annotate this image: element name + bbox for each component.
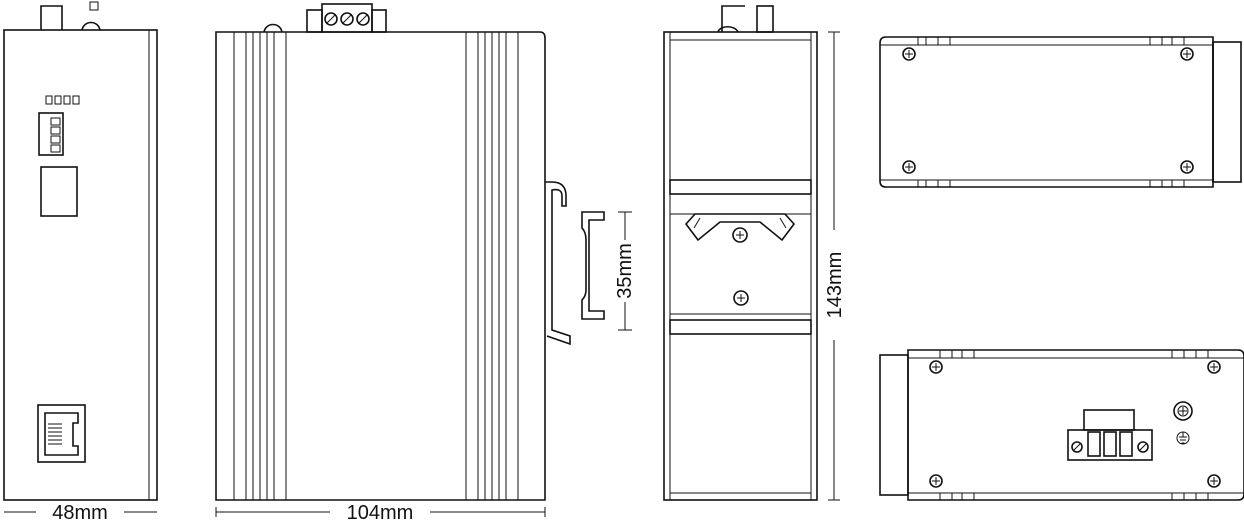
front-top-clip [40, 5, 63, 30]
dimension-depth: 104mm [347, 502, 414, 522]
led-indicators [45, 95, 80, 105]
front-body [3, 29, 158, 501]
din-rail-profile [581, 211, 605, 320]
side-body [215, 31, 546, 501]
back-body [663, 31, 818, 501]
dimension-width: 48mm [52, 502, 108, 522]
side-terminal-block [306, 3, 387, 33]
back-screw-1 [732, 227, 748, 243]
bottom-screw [929, 360, 1221, 488]
back-screw-2 [733, 290, 749, 306]
ground-screw [1173, 401, 1193, 421]
power-terminal-block [1067, 409, 1153, 461]
bottom-body [907, 349, 1244, 501]
top-screw [902, 47, 1194, 174]
top-body [879, 36, 1214, 188]
back-view: 143mm [663, 5, 846, 501]
side-view: 35mm 104mm [215, 3, 636, 522]
dimension-height: 143mm [824, 252, 846, 319]
dip-switch [38, 112, 64, 156]
din-clip [545, 181, 571, 346]
dimension-rail: 35mm [614, 243, 636, 299]
din-plate [669, 179, 812, 335]
bottom-view [879, 349, 1244, 501]
sfp-port [40, 166, 78, 217]
top-view [879, 36, 1242, 188]
ground-icon [1176, 431, 1190, 445]
rj45-port [37, 404, 86, 463]
front-view: 48mm [3, 1, 158, 522]
